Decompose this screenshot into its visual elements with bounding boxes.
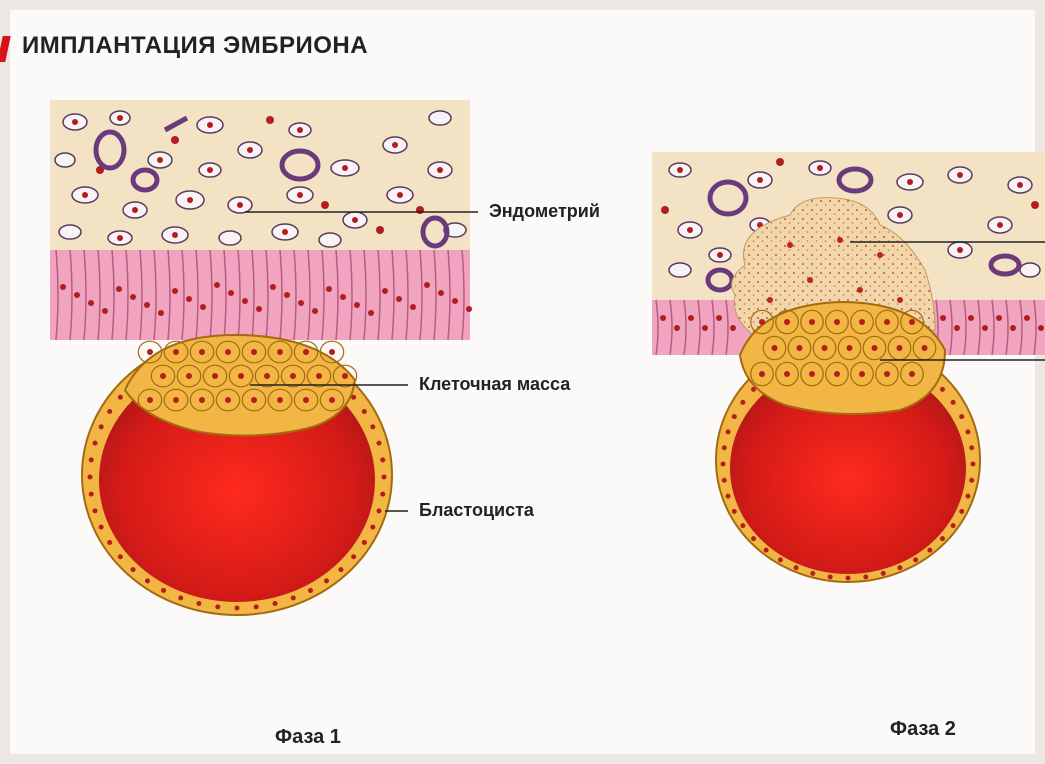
label-endometrium: Эндометрий bbox=[489, 201, 600, 222]
label-blastocyst: Бластоциста bbox=[419, 500, 534, 521]
label-cell-mass: Клеточная масса bbox=[419, 374, 570, 395]
phase1-caption: Фаза 1 bbox=[275, 726, 341, 749]
phase1-epithelium bbox=[50, 250, 472, 340]
phase2-caption: Фаза 2 bbox=[890, 718, 956, 741]
phase1-endometrium bbox=[50, 100, 472, 340]
phase2-blastocyst bbox=[716, 302, 980, 582]
phase2-cell-mass bbox=[740, 302, 945, 414]
phase1-blastocyst bbox=[82, 335, 392, 615]
